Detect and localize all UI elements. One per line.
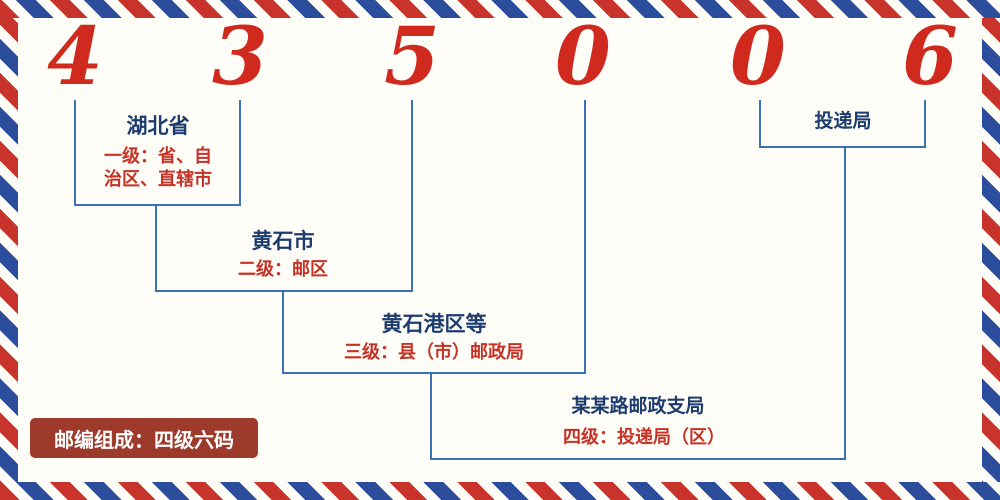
composition-badge: 邮编组成：四级六码 xyxy=(30,418,258,458)
level4-name: 某某路邮政支局 xyxy=(571,395,705,417)
connector-line-l2-right xyxy=(411,100,413,292)
connector-line-l1-left xyxy=(74,100,76,206)
connector-line-l3-right xyxy=(584,100,586,374)
airmail-border-right xyxy=(982,0,1000,500)
postal-digit-2: 3 xyxy=(212,9,268,103)
airmail-border-bottom xyxy=(0,482,1000,500)
airmail-border-top xyxy=(0,0,1000,18)
level4-desc: 四级：投递局（区） xyxy=(563,427,725,448)
postal-digit-1: 4 xyxy=(47,9,103,103)
postal-digit-4: 0 xyxy=(555,9,611,103)
delivery-office-label: 投递局 xyxy=(814,110,872,132)
connector-line-l4-left xyxy=(430,374,432,460)
connector-line-l4-right xyxy=(844,148,846,460)
level3-desc: 三级：县（市）邮政局 xyxy=(344,342,524,363)
connector-line-l4-bottom xyxy=(430,458,846,460)
level1-name: 湖北省 xyxy=(126,114,190,138)
connector-line-delivery-left xyxy=(759,100,761,148)
level1-desc-line1: 一级：省、自 xyxy=(104,146,212,167)
connector-line-l1-bottom xyxy=(74,204,241,206)
connector-line-l3-left xyxy=(282,292,284,374)
connector-line-l1-right xyxy=(239,100,241,206)
connector-line-delivery-bottom xyxy=(759,146,926,148)
level1-desc-line2: 治区、直辖市 xyxy=(104,169,212,190)
postal-digit-3: 5 xyxy=(384,9,440,103)
connector-line-l2-bottom xyxy=(155,290,413,292)
postal-digit-6: 6 xyxy=(902,9,958,103)
connector-line-l3-bottom xyxy=(282,372,586,374)
connector-line-delivery-right xyxy=(924,100,926,148)
composition-badge-label: 邮编组成：四级六码 xyxy=(54,427,234,452)
postal-digit-5: 0 xyxy=(730,9,786,103)
level3-name: 黄石港区等 xyxy=(381,312,487,336)
level2-name: 黄石市 xyxy=(251,229,315,253)
connector-line-l2-left xyxy=(155,206,157,292)
level2-desc: 二级：邮区 xyxy=(238,259,328,280)
airmail-border-left xyxy=(0,0,18,500)
